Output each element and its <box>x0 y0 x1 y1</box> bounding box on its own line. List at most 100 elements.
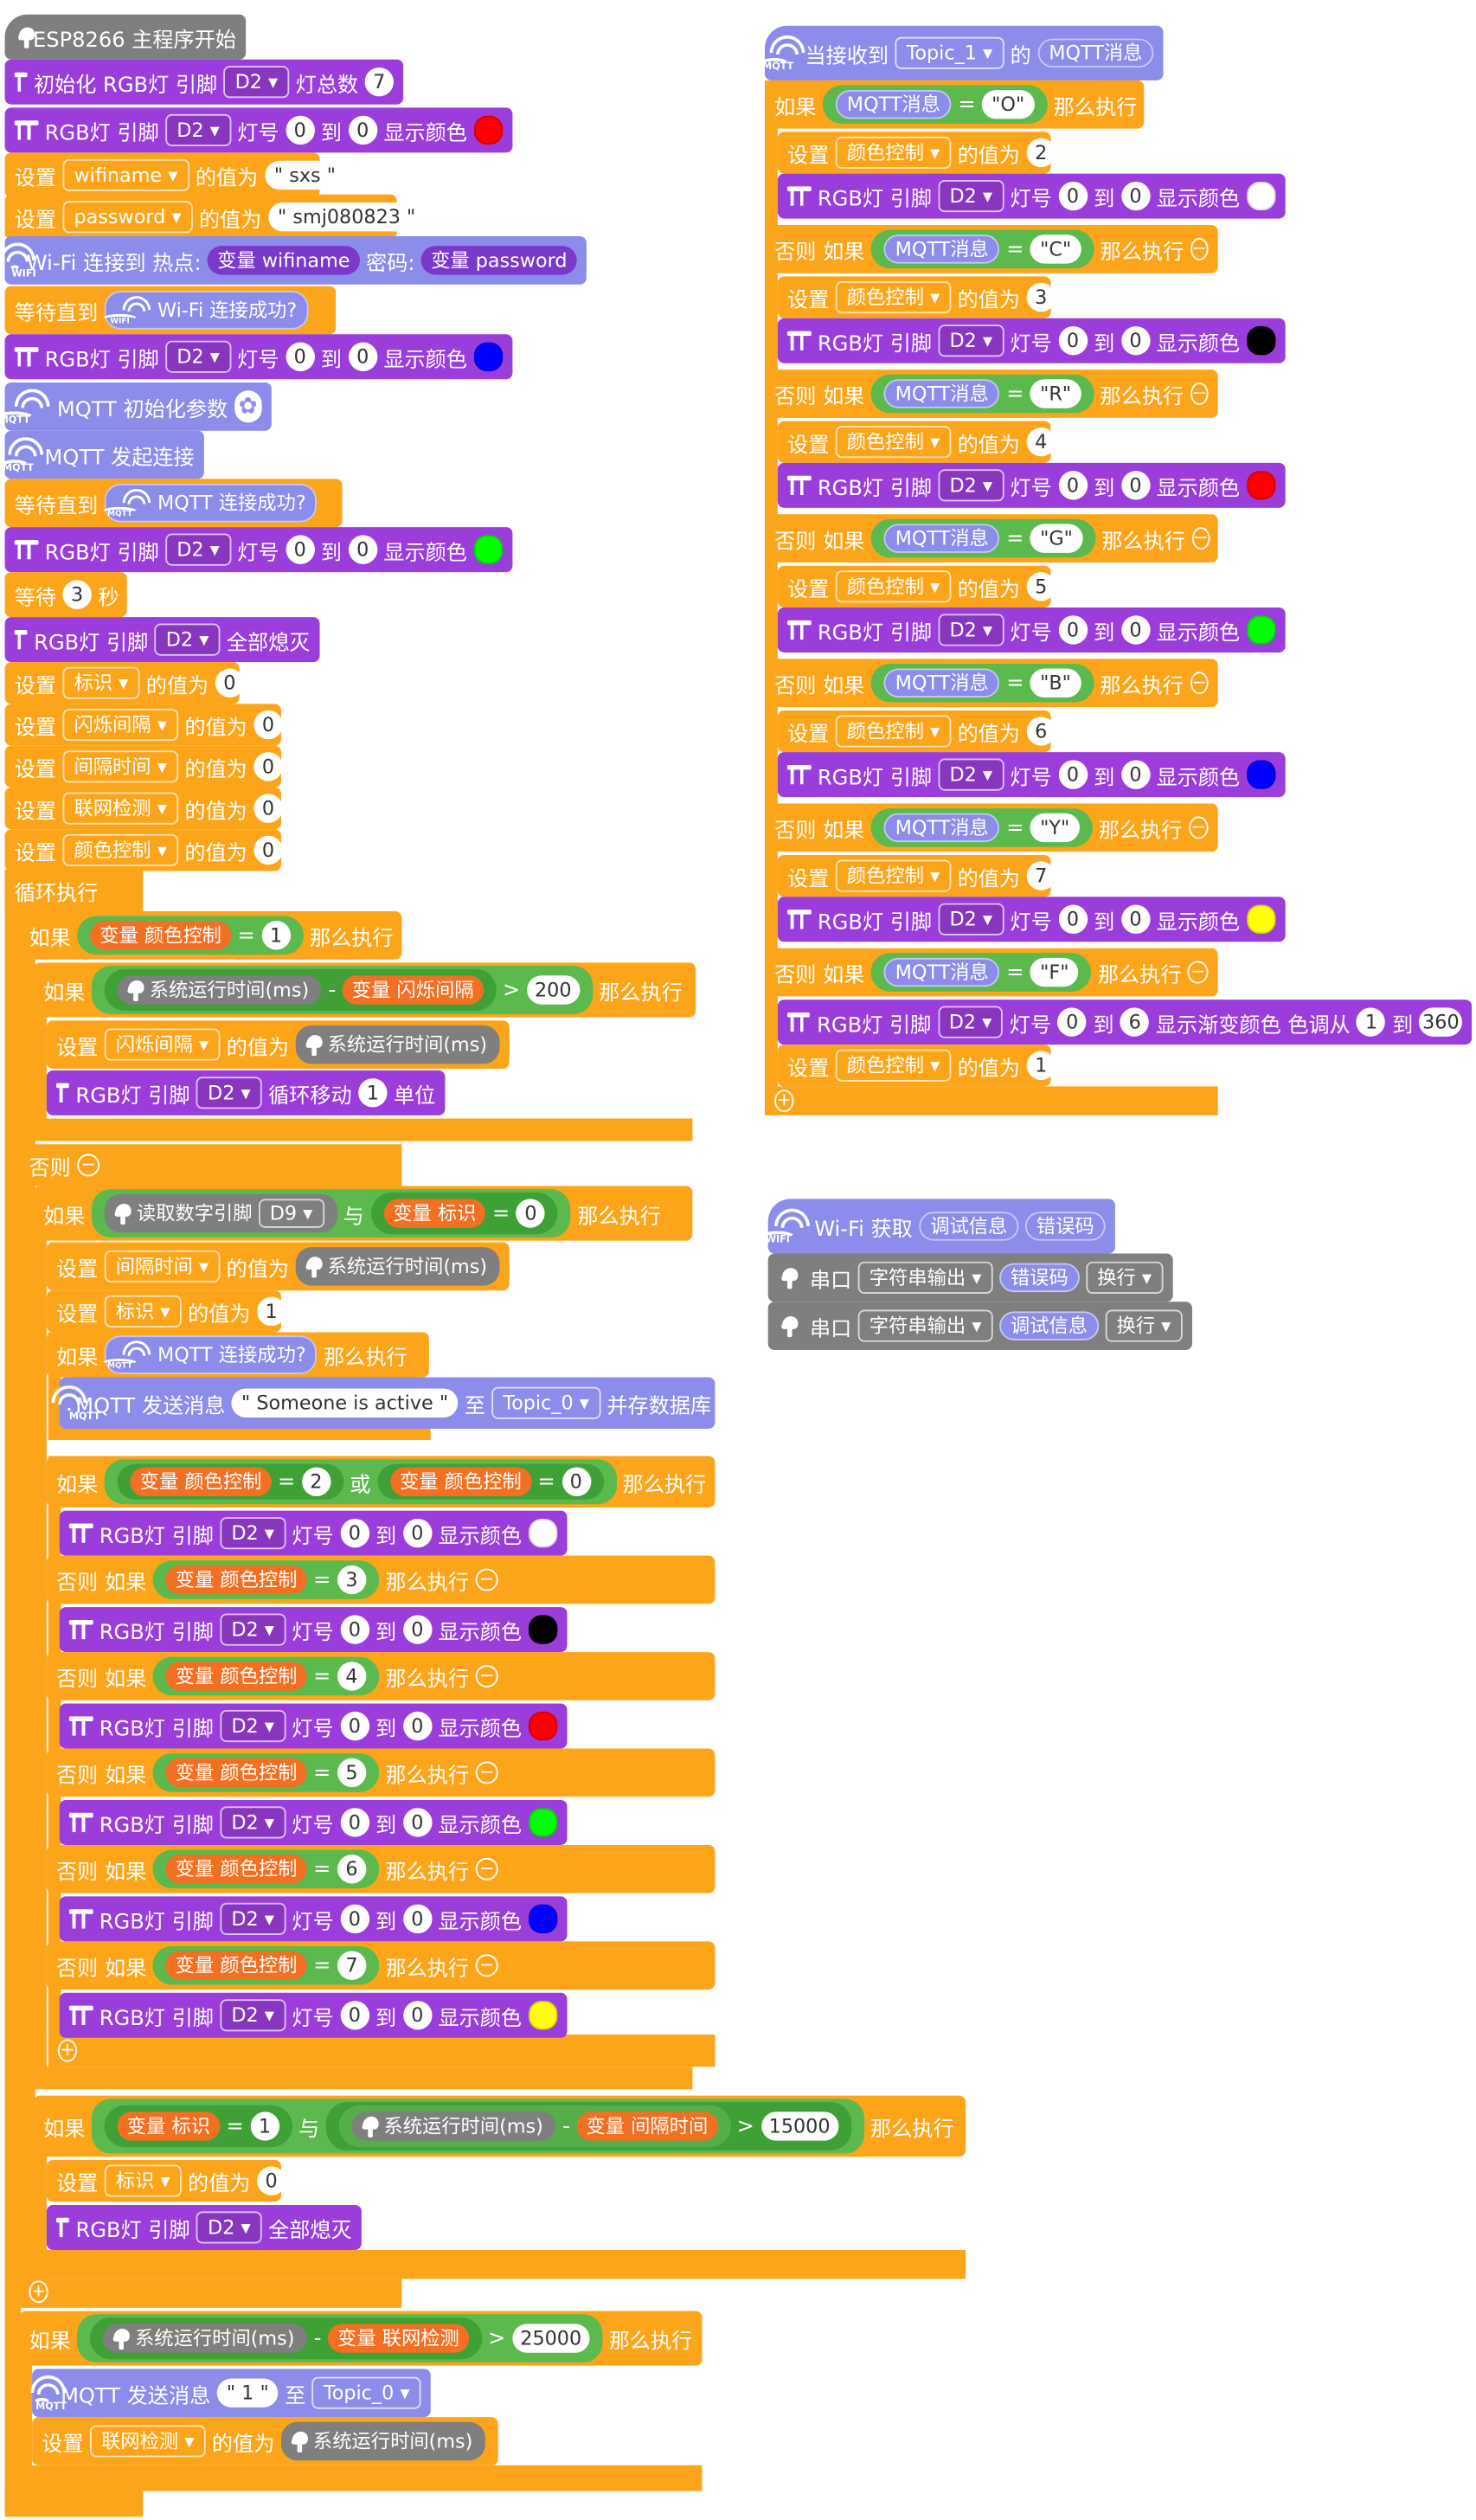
compare-reporter[interactable]: MQTT消息 = "Y" <box>870 808 1093 847</box>
mqtt-send-block[interactable]: MQTT MQTT 发送消息 " Someone is active " 至 T… <box>51 1377 716 1429</box>
variable-reporter[interactable]: 变量 颜色控制 <box>165 1565 307 1595</box>
minus-icon[interactable]: − <box>1191 527 1210 550</box>
number-input[interactable]: 0 <box>340 1615 369 1644</box>
number-input[interactable]: 1 <box>250 2112 279 2141</box>
number-input[interactable]: 1 <box>1357 1007 1386 1037</box>
compare-reporter[interactable]: 变量 标识 = 1 <box>104 2105 292 2148</box>
number-input[interactable]: 0 <box>1058 760 1088 789</box>
color-swatch[interactable] <box>473 115 504 145</box>
number-input[interactable]: 2 <box>301 1467 331 1496</box>
set-blink-block[interactable]: 设置 闪烁间隔 ▾ 的值为 0 <box>4 704 283 746</box>
elseif-color-3-block[interactable]: 否则 如果 变量 颜色控制 = 3 那么执行 − <box>46 1555 716 1604</box>
elseif-color-4-block[interactable]: 否则 如果 变量 颜色控制 = 4 那么执行 − <box>46 1652 716 1700</box>
rgb-show-black-block[interactable]: RGB灯 引脚 D2 ▾ 灯号 0 到 0 显示颜色 <box>59 1607 568 1653</box>
if-msg-o-block[interactable]: 如果 MQTT消息 = "O" 那么执行 <box>764 80 1145 129</box>
elseif-color-5-block[interactable]: 否则 如果 变量 颜色控制 = 5 那么执行 − <box>46 1748 716 1797</box>
number-input[interactable]: 0 <box>253 710 283 740</box>
systime-reporter[interactable]: 系统运行时间(ms) <box>295 1025 500 1064</box>
pin-dropdown[interactable]: D9 ▾ <box>258 1199 324 1228</box>
number-input[interactable]: 5 <box>337 1758 367 1788</box>
elseif-msg-b-block[interactable]: 否则 如果 MQTT消息 = "B" 那么执行 − <box>764 659 1218 708</box>
rgb-gradient-block[interactable]: RGB灯 引脚 D2 ▾ 灯号 0 到 6 显示渐变颜色 色调从 1 到 360 <box>777 1000 1473 1045</box>
number-input[interactable]: 0 <box>1058 615 1088 645</box>
number-input[interactable]: 5 <box>1026 572 1056 601</box>
rgb-show-black-block[interactable]: RGB灯 引脚 D2 ▾ 灯号 0 到 0 显示颜色 <box>777 318 1286 363</box>
compare-reporter[interactable]: MQTT消息 = "F" <box>870 953 1092 992</box>
compare-reporter[interactable]: 系统运行时间(ms) - 变量 闪烁间隔 > 200 <box>91 966 593 1014</box>
variable-dropdown[interactable]: 闪烁间隔 ▾ <box>62 708 178 742</box>
number-input[interactable]: 360 <box>1419 1007 1462 1037</box>
rgb-show-yellow-block[interactable]: RGB灯 引脚 D2 ▾ 灯号 0 到 0 显示颜色 <box>777 897 1286 942</box>
compare-reporter[interactable]: MQTT消息 = "G" <box>870 518 1095 558</box>
systime-reporter[interactable]: 系统运行时间(ms) <box>295 1247 500 1286</box>
variable-dropdown[interactable]: 闪烁间隔 ▾ <box>104 1028 221 1061</box>
plus-icon[interactable]: + <box>57 2039 78 2062</box>
color-swatch[interactable] <box>528 1518 558 1548</box>
loop-bar[interactable] <box>4 869 144 913</box>
number-input[interactable]: 4 <box>337 1662 367 1691</box>
pin-dropdown[interactable]: D2 ▾ <box>220 1613 286 1646</box>
pin-dropdown[interactable]: D2 ▾ <box>938 325 1004 357</box>
compare-reporter[interactable]: 系统运行时间(ms) - 变量 间隔时间 > 15000 <box>325 2102 851 2150</box>
variable-reporter[interactable]: 变量 闪烁间隔 <box>342 975 484 1005</box>
number-input[interactable]: 0 <box>1120 325 1151 356</box>
pin-dropdown[interactable]: D2 ▾ <box>220 1999 286 2032</box>
minus-icon[interactable]: − <box>475 1568 498 1591</box>
set-color-7-block[interactable]: 设置 颜色控制 ▾ 的值为 7 <box>777 854 1056 897</box>
minus-icon[interactable]: − <box>1190 237 1209 260</box>
number-input[interactable]: 3 <box>1026 282 1056 312</box>
wifi-connect-block[interactable]: WIFI Wi-Fi 连接到 热点: 变量 wifiname 密码: 变量 pa… <box>0 235 587 285</box>
minus-icon[interactable]: − <box>77 1154 100 1177</box>
rgb-show-red-block[interactable]: RGB灯 引脚 D2 ▾ 灯号 0 到 0 显示颜色 <box>777 462 1286 508</box>
mqtt-init-block[interactable]: MQTT MQTT 初始化参数 ✿ <box>0 382 272 431</box>
debug-info-reporter[interactable]: 调试信息 <box>919 1212 1019 1241</box>
compare-reporter[interactable]: 变量 颜色控制 = 2 <box>117 1463 343 1500</box>
rgb-show-red-block[interactable]: RGB灯 引脚 D2 ▾ 灯号 0 到 0 显示颜色 <box>59 1703 568 1749</box>
mqtt-message-reporter[interactable]: MQTT消息 <box>883 524 1000 553</box>
minus-icon[interactable]: − <box>1187 961 1209 984</box>
color-swatch[interactable] <box>473 535 504 564</box>
color-swatch[interactable] <box>528 1711 558 1741</box>
topic-dropdown[interactable]: Topic_0 ▾ <box>311 2376 421 2409</box>
rgb-show-green-block[interactable]: RGB灯 引脚 D2 ▾ 灯号 0 到 0 显示颜色 <box>59 1799 568 1845</box>
serial-error-block[interactable]: 串口 字符串输出 ▾ 错误码 换行 ▾ <box>767 1253 1173 1302</box>
compare-reporter[interactable]: 变量 颜色控制 = 1 <box>77 916 304 955</box>
number-input[interactable]: 0 <box>1058 471 1088 500</box>
number-input[interactable]: 25000 <box>511 2324 590 2353</box>
pin-dropdown[interactable]: D2 ▾ <box>938 614 1004 646</box>
compare-reporter[interactable]: 变量 颜色控制 = 5 <box>152 1753 380 1792</box>
number-input[interactable]: 0 <box>256 2166 286 2195</box>
string-input[interactable]: "B" <box>1030 668 1081 698</box>
variable-reporter[interactable]: 变量 颜色控制 <box>165 1662 307 1691</box>
variable-dropdown[interactable]: 颜色控制 ▾ <box>835 570 952 603</box>
number-input[interactable]: 0 <box>286 342 315 371</box>
number-input[interactable]: 0 <box>348 342 377 371</box>
plus-icon[interactable]: + <box>774 1090 794 1113</box>
mqtt-ok-reporter[interactable]: MQTT MQTT 连接成功? <box>100 1335 318 1374</box>
mqtt-connect-block[interactable]: MQTT MQTT 发起连接 <box>0 430 204 479</box>
if-read-pin-block[interactable]: 如果 读取数字引脚 D9 ▾ 与 变量 标识 = 0 那么执行 <box>33 1186 693 1241</box>
string-input[interactable]: "R" <box>1030 379 1081 408</box>
number-input[interactable]: 2 <box>1026 138 1056 168</box>
number-input[interactable]: 0 <box>516 1199 546 1228</box>
string-input[interactable]: "G" <box>1030 524 1083 553</box>
variable-reporter[interactable]: 变量 颜色控制 <box>165 1951 307 1980</box>
rgb-show-white-block[interactable]: RGB灯 引脚 D2 ▾ 灯号 0 到 0 显示颜色 <box>777 173 1286 219</box>
compare-reporter[interactable]: 变量 标识 = 0 <box>370 1192 559 1235</box>
number-input[interactable]: 0 <box>402 1904 433 1934</box>
rgb-show-white-block[interactable]: RGB灯 引脚 D2 ▾ 灯号 0 到 0 显示颜色 <box>59 1510 568 1556</box>
color-swatch[interactable] <box>1246 760 1276 789</box>
variable-reporter[interactable]: 变量 password <box>420 246 577 275</box>
set-color-4-block[interactable]: 设置 颜色控制 ▾ 的值为 4 <box>777 421 1056 463</box>
set-flag-one-block[interactable]: 设置 标识 ▾ 的值为 1 <box>46 1290 286 1333</box>
compare-reporter[interactable]: 系统运行时间(ms) - 变量 联网检测 > 25000 <box>77 2314 603 2362</box>
variable-dropdown[interactable]: password ▾ <box>62 201 193 234</box>
number-input[interactable]: 3 <box>62 580 92 609</box>
set-color-5-block[interactable]: 设置 颜色控制 ▾ 的值为 5 <box>777 565 1056 608</box>
rgb-show-blue-block[interactable]: RGB灯 引脚 D2 ▾ 灯号 0 到 0 显示颜色 <box>777 752 1286 798</box>
if-net-check-block[interactable]: 如果 系统运行时间(ms) - 变量 联网检测 > 25000 那么执行 <box>19 2311 703 2366</box>
mqtt-message-reporter[interactable]: MQTT消息 <box>883 668 1000 698</box>
led-count-input[interactable]: 7 <box>364 67 394 97</box>
pin-dropdown[interactable]: D2 ▾ <box>220 1806 286 1839</box>
color-swatch[interactable] <box>1246 615 1276 645</box>
